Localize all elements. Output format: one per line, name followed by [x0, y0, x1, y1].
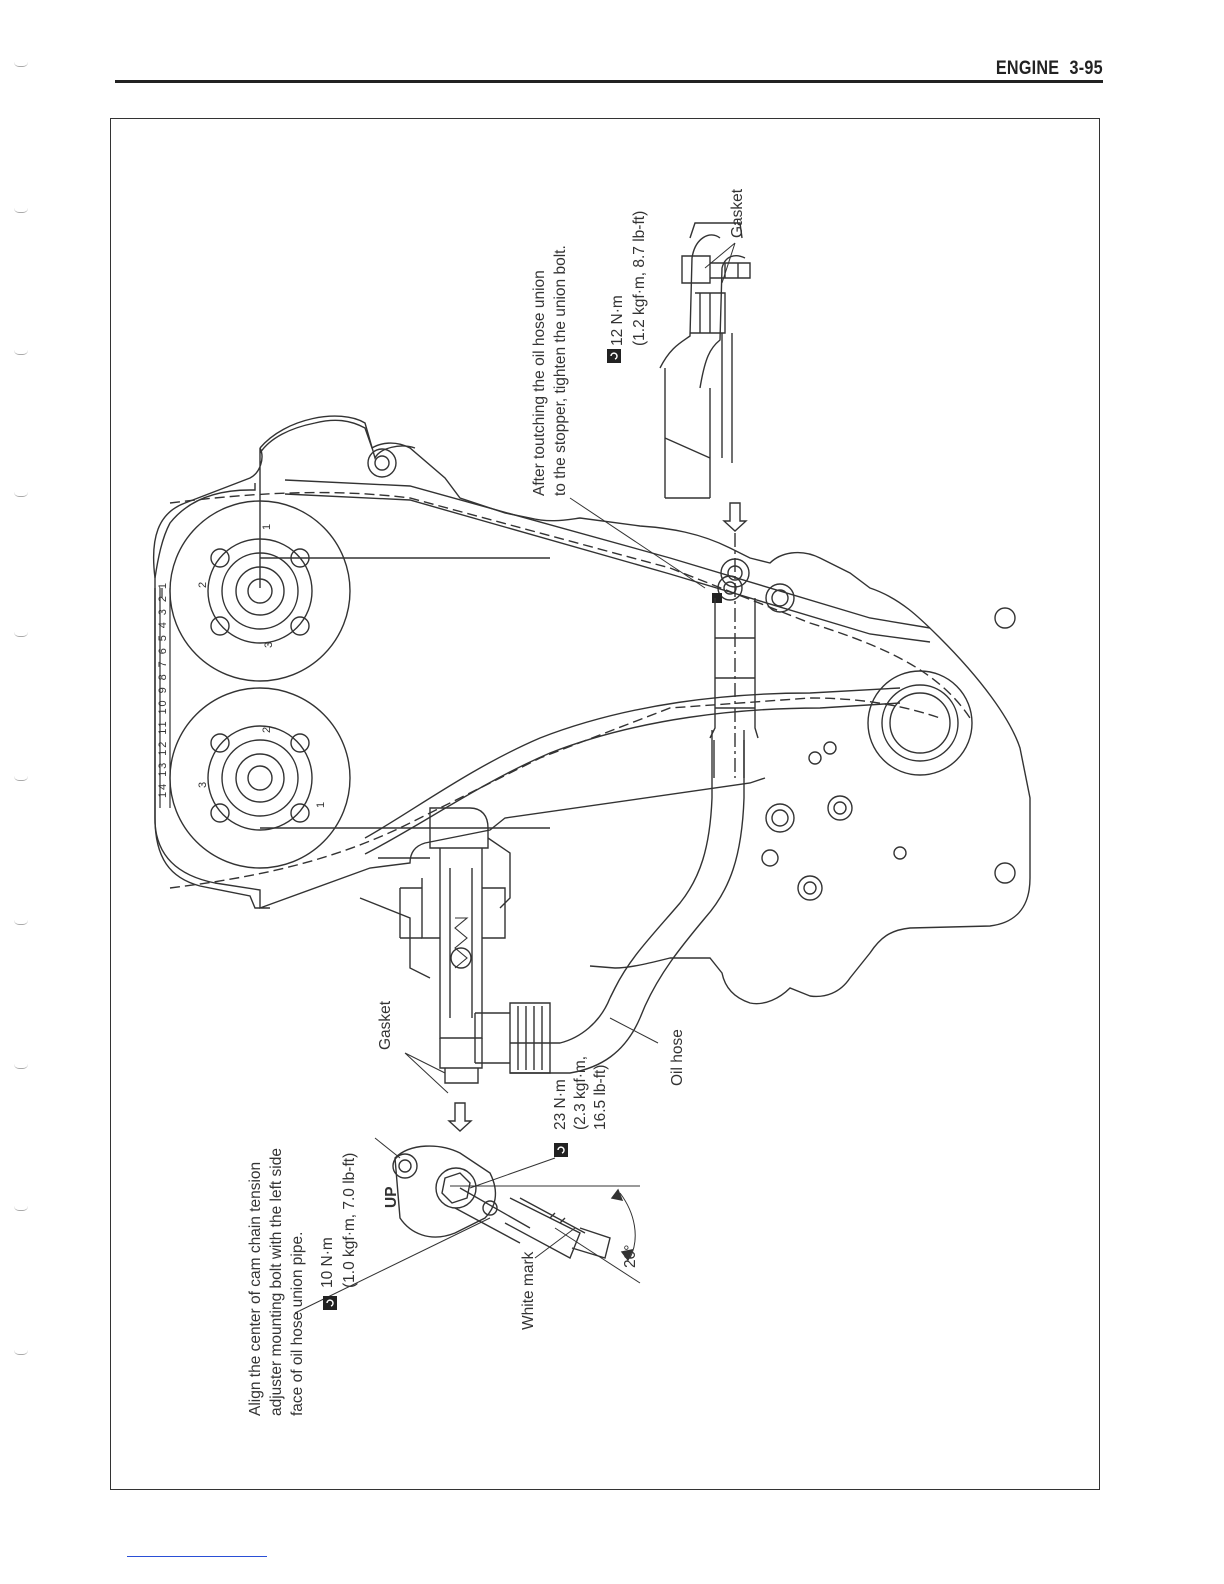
- leader-white-mark: [534, 1227, 576, 1259]
- torque-icon-23: [554, 1143, 568, 1157]
- torque-10-value: 10 N·m: [319, 1237, 336, 1288]
- sprocket-mark: 2: [261, 727, 273, 733]
- edge-mark: [14, 1206, 28, 1211]
- hose-fitting-lower: [509, 1002, 551, 1074]
- gasket-left-pointer: [404, 1052, 449, 1094]
- edge-mark: [14, 776, 28, 781]
- align-note-line1: Align the center of cam chain tension: [247, 1162, 264, 1416]
- torque-icon-12: [607, 349, 621, 363]
- gasket-right-label: Gasket: [729, 188, 746, 238]
- edge-mark: [14, 208, 28, 213]
- leader-10nm: [374, 1137, 401, 1159]
- page-number: 3-95: [1069, 58, 1103, 79]
- torque-icon-10: [323, 1296, 337, 1310]
- cover-bolts: [717, 575, 1016, 901]
- sprocket-mark: 1: [261, 524, 273, 530]
- section-title: ENGINE: [995, 58, 1060, 79]
- edge-mark: [14, 1350, 28, 1355]
- tension-adjuster: [359, 807, 511, 1084]
- header-rule: [115, 80, 1103, 83]
- oil-hose: [609, 730, 713, 999]
- union-note-line2: to the stopper, tighten the union bolt.: [552, 245, 569, 496]
- leader-23nm: [469, 1157, 556, 1189]
- union-note-line1: After toutching the oil hose union: [531, 270, 548, 496]
- inset-union-bolt: [392, 1145, 641, 1284]
- torque-23-detail1: (2.3 kgf·m,: [572, 1056, 589, 1130]
- angle-label: 20°: [622, 1245, 639, 1268]
- arrow-left: [447, 1102, 473, 1132]
- head-outline: [154, 483, 256, 579]
- gasket-right-pointer: [704, 242, 736, 284]
- sprocket-intake: [169, 687, 351, 869]
- footer-rule: [127, 1556, 267, 1557]
- align-note-line3: face of oil hose union pipe.: [289, 1232, 306, 1416]
- leader-union-note: [569, 497, 706, 589]
- cam-chain-diagram: Align the center of cam chain tension ad…: [152, 188, 1031, 1416]
- cover-top: [259, 419, 1031, 1005]
- boss-top: [367, 448, 397, 478]
- boss-top-inner: [374, 455, 390, 471]
- page-header: ENGINE 3-95: [115, 52, 1103, 84]
- edge-mark: [14, 920, 28, 925]
- edge-mark: [14, 62, 28, 67]
- torque-12-detail: (1.2 kgf·m, 8.7 lb-ft): [631, 211, 648, 346]
- leader-oil-hose: [609, 1017, 659, 1044]
- chain-cover-left: [154, 588, 766, 909]
- oil-pipe-vertical: [709, 708, 759, 778]
- sprocket-mark: 1: [315, 802, 327, 808]
- sprocket-exhaust: [169, 500, 351, 682]
- oil-hose-label: Oil hose: [669, 1029, 686, 1086]
- oil-hose-outer: [639, 730, 745, 1019]
- torque-10-detail: (1.0 kgf·m, 7.0 lb-ft): [341, 1153, 358, 1288]
- gasket-left-label: Gasket: [377, 1000, 394, 1050]
- figure-frame: [110, 118, 1100, 1490]
- edge-mark: [14, 492, 28, 497]
- chain-pin-sequence: 14 13 12 11 10 9 8 7 6 5 4 3 2 1: [157, 583, 169, 798]
- cam-chain-top: [159, 588, 171, 808]
- align-note-line2: adjuster mounting bolt with the left sid…: [268, 1148, 285, 1416]
- sprocket-mark: 2: [197, 582, 209, 588]
- union-stopper-mark: [712, 593, 722, 603]
- oil-pipe-upper: [714, 598, 756, 709]
- header-text: ENGINE 3-95: [986, 58, 1103, 80]
- sprocket-mark: 3: [197, 782, 209, 788]
- white-mark-label: White mark: [520, 1251, 537, 1330]
- cam-chain-run: [169, 491, 971, 889]
- inset-hose-union: [659, 222, 751, 499]
- edge-mark: [14, 632, 28, 637]
- oil-hose-lower: [510, 997, 641, 1074]
- sprocket-mark: 3: [263, 642, 275, 648]
- arrow-right: [722, 502, 748, 532]
- cover-outline: [152, 415, 416, 909]
- chain-guide-lower: [364, 687, 901, 855]
- up-mark: UP: [383, 1186, 400, 1208]
- torque-23-detail2: 16.5 lb-ft): [592, 1065, 609, 1130]
- torque-12-value: 12 N·m: [609, 295, 626, 346]
- crank-sprocket: [867, 670, 973, 776]
- edge-mark: [14, 1064, 28, 1069]
- torque-23-value: 23 N·m: [552, 1079, 569, 1130]
- edge-mark: [14, 350, 28, 355]
- chain-guide-upper: [284, 479, 931, 643]
